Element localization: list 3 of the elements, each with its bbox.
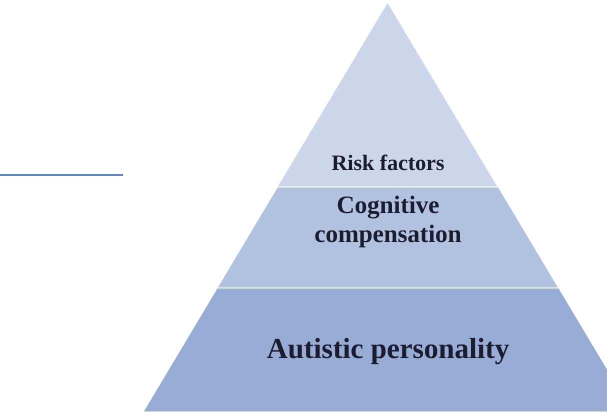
level-label: Autistic personality: [266, 333, 510, 366]
level-label: Risk factors: [330, 150, 446, 176]
level-label: Cognitive compensation: [313, 192, 463, 250]
